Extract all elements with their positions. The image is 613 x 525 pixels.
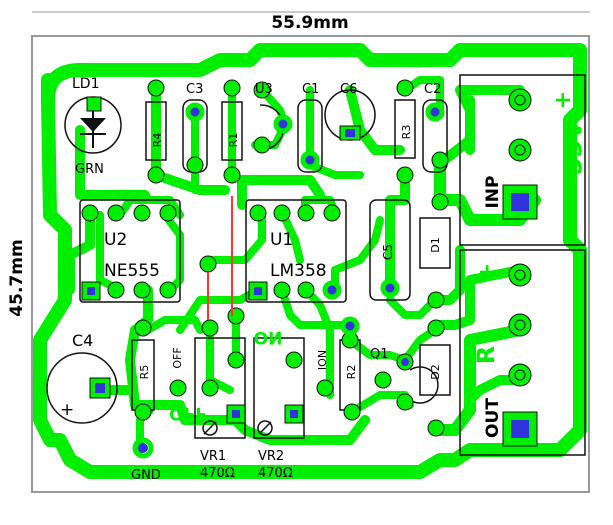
label-acc: ACC: [558, 121, 586, 175]
label-c3: C3: [186, 82, 203, 97]
label-ion: ION: [316, 350, 329, 370]
blue-pad-rings: [132, 102, 445, 459]
label-r5: R5: [138, 365, 151, 380]
label-vr2: VR2: [258, 449, 284, 464]
led-symbol: [80, 110, 106, 148]
label-c4-plus: +: [60, 400, 74, 420]
label-vr1: VR1: [200, 449, 226, 464]
label-lm358: LM358: [270, 261, 327, 281]
label-grn: GRN: [75, 162, 104, 177]
pad-hole-rings: [514, 94, 526, 381]
label-c1: C1: [302, 82, 319, 97]
square-pads: [81, 96, 538, 447]
label-acc-plus: +: [550, 91, 575, 109]
label-c5: C5: [381, 244, 395, 260]
label-d2: D2: [429, 364, 442, 379]
label-q1: Q1: [370, 347, 389, 362]
label-c4: C4: [72, 331, 93, 350]
height-dimension-label: 45.7mm: [7, 239, 27, 316]
label-ld1: LD1: [72, 76, 100, 92]
trimmer-symbols: [202, 420, 273, 436]
label-off: OFF: [171, 347, 184, 368]
label-on-copper: ON: [254, 327, 283, 347]
label-r1: R1: [227, 133, 240, 148]
label-u3: U3: [255, 82, 273, 97]
board-title: ACC-COMP: [255, 40, 369, 62]
label-c2: C2: [424, 82, 441, 97]
label-r2: R2: [345, 365, 358, 380]
label-inp: INP: [483, 175, 503, 208]
label-c6: C6: [340, 82, 357, 97]
jumper-wires: [207, 196, 233, 320]
blue-pad-centers: [138, 107, 440, 453]
label-vr2-value: 470Ω: [258, 466, 293, 481]
label-r3: R3: [400, 125, 413, 140]
label-out: OUT: [483, 398, 503, 438]
width-dimension-label: 55.9mm: [271, 13, 348, 33]
label-u1: U1: [270, 230, 293, 250]
label-r4: R4: [151, 133, 164, 148]
label-r-copper: R: [472, 346, 500, 364]
label-u2: U2: [104, 230, 127, 250]
label-off-copper: OFF: [169, 403, 207, 423]
label-vr1-value: 470Ω: [200, 466, 235, 481]
label-gnd: GND: [131, 468, 161, 483]
label-ne555: NE555: [104, 261, 160, 281]
label-d1: D1: [429, 237, 442, 252]
component-outlines: [46, 74, 586, 456]
label-out-plus: +: [475, 263, 500, 281]
